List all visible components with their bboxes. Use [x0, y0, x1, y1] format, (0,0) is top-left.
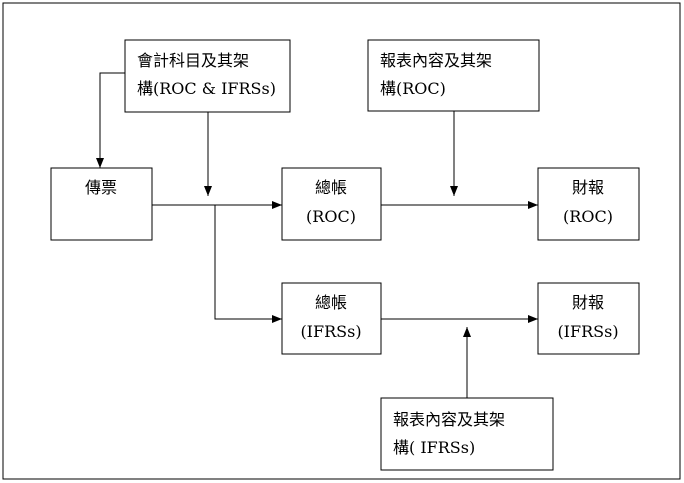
node-label-line1: 會計科目及其架 [137, 51, 249, 70]
node-fin-report-roc: 財報 (ROC) [537, 167, 640, 241]
node-label-line2: 構(ROC) [380, 79, 446, 98]
node-label-line1: 財報 [572, 293, 604, 312]
node-box [50, 167, 153, 241]
node-report-structure-ifrs: 報表內容及其架 構( IFRSs) [380, 397, 554, 471]
node-box [537, 167, 640, 241]
node-box [380, 397, 554, 471]
node-ledger-roc: 總帳 (ROC) [281, 167, 382, 241]
node-label-line2: (ROC) [563, 207, 613, 226]
node-label-line2: 構(ROC & IFRSs) [137, 79, 276, 98]
node-box [124, 39, 291, 113]
node-accounts-structure: 會計科目及其架 構(ROC & IFRSs) [124, 39, 291, 113]
node-label-line1: 財報 [572, 178, 604, 197]
node-voucher: 傳票 [50, 167, 153, 241]
node-label-line1: 報表內容及其架 [393, 410, 505, 429]
node-label-line1: 傳票 [85, 178, 117, 197]
node-box [281, 282, 382, 355]
arrow-branch-to-ledger-ifrs [214, 205, 282, 323]
node-label-line1: 報表內容及其架 [380, 51, 492, 70]
node-ledger-ifrs: 總帳 (IFRSs) [281, 282, 382, 355]
node-label-line2: (ROC) [306, 207, 356, 226]
node-label-line2: (IFRSs) [557, 322, 618, 341]
connectors [96, 72, 538, 398]
node-label-line2: 構( IFRSs) [393, 438, 475, 457]
node-box [367, 39, 540, 112]
node-label-line2: (IFRSs) [300, 322, 361, 341]
node-box [537, 282, 640, 355]
node-label-line1: 總帳 [315, 293, 347, 312]
node-fin-report-ifrs: 財報 (IFRSs) [537, 282, 640, 355]
arrow-accounts-to-voucher [96, 72, 125, 168]
node-label-line1: 總帳 [315, 178, 347, 197]
node-box [281, 167, 382, 241]
node-report-structure-roc: 報表內容及其架 構(ROC) [367, 39, 540, 112]
